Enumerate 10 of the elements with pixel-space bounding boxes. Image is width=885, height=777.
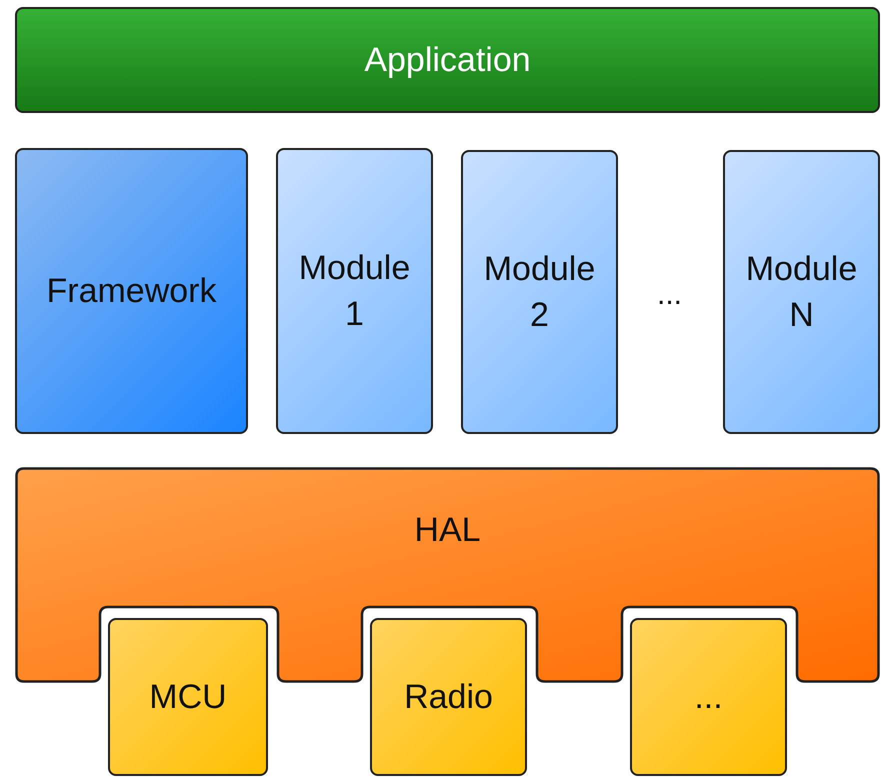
ellipsis-text: ...	[657, 278, 682, 312]
module-block: Module N	[723, 150, 880, 434]
hardware-block: Radio	[370, 618, 527, 776]
hal-layer: HAL	[15, 467, 880, 683]
module-block: Module 2	[461, 150, 618, 434]
module-block: Module 1	[276, 148, 433, 434]
hardware-block: ...	[630, 618, 787, 776]
framework-block: Framework	[15, 148, 248, 434]
application-layer: Application	[15, 7, 880, 113]
hardware-block: MCU	[108, 618, 268, 776]
